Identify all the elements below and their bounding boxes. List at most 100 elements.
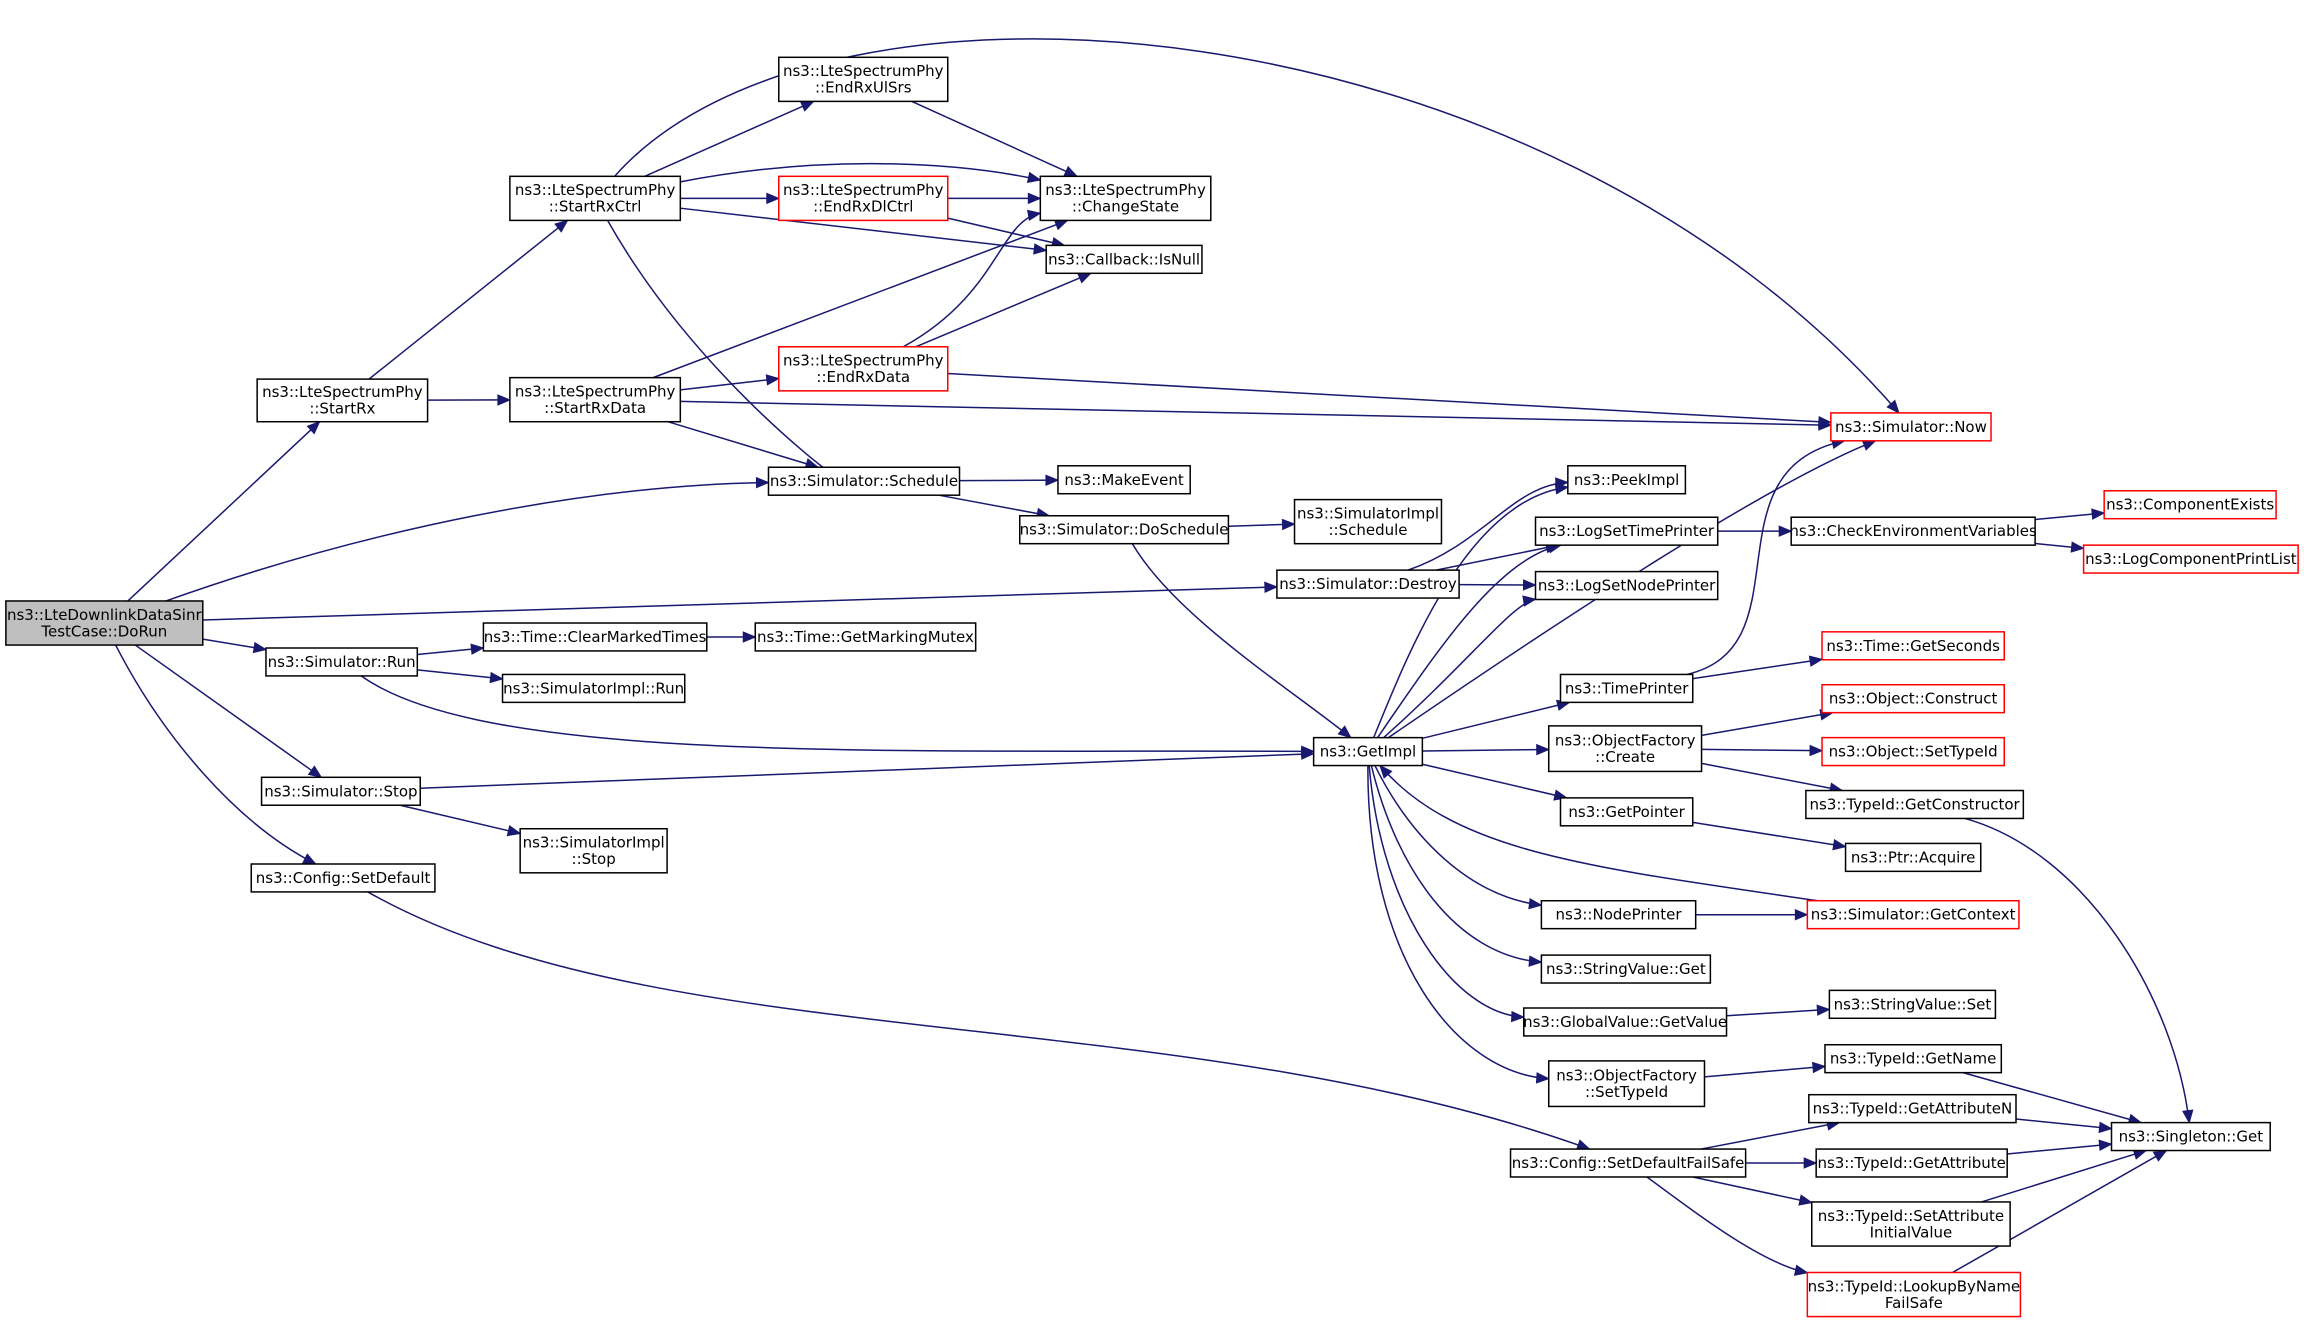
node-box: [1559, 797, 1694, 827]
node-endrxdata[interactable]: ns3::LteSpectrumPhy::EndRxData: [778, 346, 949, 392]
node-logcomplist[interactable]: ns3::LogComponentPrintList: [2082, 544, 2299, 574]
node-getpointer[interactable]: ns3::GetPointer: [1559, 797, 1694, 827]
node-svget[interactable]: ns3::StringValue::Get: [1540, 954, 1712, 984]
edge-dorun-to-startrx: [127, 420, 321, 602]
node-implschedule[interactable]: ns3::SimulatorImpl::Schedule: [1293, 498, 1443, 545]
node-box: [1547, 725, 1703, 773]
node-endrxdlctrl[interactable]: ns3::LteSpectrumPhy::EndRxDlCtrl: [778, 175, 949, 222]
node-checkenv[interactable]: ns3::CheckEnvironmentVariables: [1789, 516, 2037, 546]
node-label: ns3::LteSpectrumPhy: [783, 352, 944, 370]
node-box: [519, 827, 668, 874]
node-clearmarked[interactable]: ns3::Time::ClearMarkedTimes: [482, 622, 708, 652]
node-box: [1806, 1271, 2022, 1318]
node-label: ns3::LteSpectrumPhy: [262, 383, 423, 401]
node-label: ns3::LteSpectrumPhy: [515, 382, 676, 400]
arrowhead: [1337, 725, 1352, 739]
edge-run-to-implrun: [417, 669, 504, 684]
node-objconstruct[interactable]: ns3::Object::Construct: [1821, 683, 2005, 714]
arrowhead: [1264, 581, 1279, 594]
edge-getattr-to-singletonget: [2007, 1139, 2113, 1155]
edge-startrxdata-to-endrxdata: [680, 374, 781, 391]
node-makeevent[interactable]: ns3::MakeEvent: [1057, 465, 1191, 495]
edge-startrxctrl-to-changestate: [680, 162, 1042, 183]
node-ofcreate[interactable]: ns3::ObjectFactory::Create: [1547, 725, 1703, 773]
node-ofsettypeid[interactable]: ns3::ObjectFactory::SetTypeId: [1547, 1060, 1706, 1108]
edge-startrxctrl-to-endrxdlctrl: [680, 192, 781, 205]
node-markingmutex[interactable]: ns3::Time::GetMarkingMutex: [754, 622, 977, 652]
node-label: FailSafe: [1885, 1294, 1943, 1312]
node-endrxulsrs[interactable]: ns3::LteSpectrumPhy::EndRxUlSrs: [778, 56, 949, 103]
node-box: [1559, 673, 1694, 704]
node-stop[interactable]: ns3::Simulator::Stop: [260, 776, 421, 806]
node-box: [1540, 954, 1712, 984]
node-now[interactable]: ns3::Simulator::Now: [1830, 412, 1992, 442]
node-ptracquire[interactable]: ns3::Ptr::Acquire: [1844, 842, 1982, 873]
node-label: ::StartRxCtrl: [549, 198, 642, 216]
edge-dorun-to-setdefault: [114, 644, 317, 865]
node-implstop[interactable]: ns3::SimulatorImpl::Stop: [519, 827, 668, 874]
node-label: ns3::Simulator::GetContext: [1811, 906, 2016, 924]
node-box: [1828, 989, 1997, 1020]
node-getattrn[interactable]: ns3::TypeId::GetAttributeN: [1808, 1093, 2017, 1124]
arrowhead: [306, 420, 321, 435]
node-implrun[interactable]: ns3::SimulatorImpl::Run: [501, 673, 686, 704]
node-getname[interactable]: ns3::TypeId::GetName: [1824, 1043, 2003, 1074]
node-startrxctrl[interactable]: ns3::LteSpectrumPhy::StartRxCtrl: [509, 175, 682, 222]
node-schedule[interactable]: ns3::Simulator::Schedule: [767, 466, 961, 496]
node-run[interactable]: ns3::Simulator::Run: [265, 647, 419, 677]
node-getseconds[interactable]: ns3::Time::GetSeconds: [1821, 631, 2005, 661]
node-box: [1830, 412, 1992, 442]
arrowhead: [1803, 1157, 1818, 1169]
edge-ofcreate-to-objconstruct: [1701, 709, 1834, 737]
edge-getpointer-to-ptracquire: [1692, 821, 1847, 851]
node-label: ns3::Config::SetDefault: [256, 869, 431, 887]
node-singletonget[interactable]: ns3::Singleton::Get: [2110, 1121, 2271, 1152]
edge-dorun-to-stop: [134, 644, 323, 779]
node-timeprinter[interactable]: ns3::TimePrinter: [1559, 673, 1694, 704]
node-getcontext[interactable]: ns3::Simulator::GetContext: [1806, 899, 2020, 930]
node-box: [1844, 842, 1982, 873]
node-isnull[interactable]: ns3::Callback::IsNull: [1045, 244, 1203, 275]
node-box: [1312, 736, 1424, 767]
node-changestate[interactable]: ns3::LteSpectrumPhy::ChangeState: [1039, 175, 1212, 222]
node-box: [1509, 1148, 1747, 1178]
node-compexists[interactable]: ns3::ComponentExists: [2103, 490, 2277, 520]
node-logsetnode[interactable]: ns3::LogSetNodePrinter: [1534, 570, 1719, 601]
node-getimpl[interactable]: ns3::GetImpl: [1312, 736, 1424, 767]
arrowhead: [1554, 483, 1570, 495]
arrowhead: [489, 671, 504, 684]
node-gvgetvalue[interactable]: ns3::GlobalValue::GetValue: [1523, 1007, 1728, 1037]
arrowhead: [1812, 1061, 1827, 1074]
node-label: TestCase::DoRun: [40, 622, 167, 640]
arrowhead: [2098, 1121, 2113, 1134]
node-label: ::EndRxDlCtrl: [813, 198, 913, 216]
node-getattr[interactable]: ns3::TypeId::GetAttribute: [1815, 1148, 2008, 1178]
node-startrx[interactable]: ns3::LteSpectrumPhy::StartRx: [256, 378, 429, 423]
edge-lookupbyname-to-singletonget: [1952, 1149, 2168, 1274]
node-box: [5, 600, 204, 646]
node-label: InitialValue: [1870, 1223, 1953, 1241]
node-label: ns3::Object::SetTypeId: [1829, 743, 1998, 761]
node-label: ns3::Ptr::Acquire: [1851, 848, 1975, 866]
node-doschedule[interactable]: ns3::Simulator::DoSchedule: [1019, 515, 1230, 545]
node-peekimpl[interactable]: ns3::PeekImpl: [1567, 465, 1687, 495]
node-logsettime[interactable]: ns3::LogSetTimePrinter: [1534, 516, 1719, 546]
node-setdefault[interactable]: ns3::Config::SetDefault: [250, 863, 436, 893]
node-startrxdata[interactable]: ns3::LteSpectrumPhy::StartRxData: [509, 376, 682, 423]
node-box: [256, 378, 429, 423]
node-box: [1534, 570, 1719, 601]
node-failsafe[interactable]: ns3::Config::SetDefaultFailSafe: [1509, 1148, 1747, 1178]
node-box: [509, 175, 682, 222]
node-svset[interactable]: ns3::StringValue::Set: [1828, 989, 1997, 1020]
edge-ofcreate-to-objsettypeid: [1701, 744, 1824, 757]
node-getconstructor[interactable]: ns3::TypeId::GetConstructor: [1805, 789, 2025, 820]
edge-getimpl-to-logsetnode: [1383, 595, 1537, 739]
node-destroy[interactable]: ns3::Simulator::Destroy: [1276, 569, 1460, 599]
node-nodeprinter[interactable]: ns3::NodePrinter: [1540, 899, 1697, 930]
edge-timeprinter-to-now: [1686, 437, 1846, 676]
node-objsettypeid[interactable]: ns3::Object::SetTypeId: [1821, 736, 2005, 767]
edge-startrxctrl-to-endrxulsrs: [644, 100, 815, 178]
node-box: [2082, 544, 2299, 574]
